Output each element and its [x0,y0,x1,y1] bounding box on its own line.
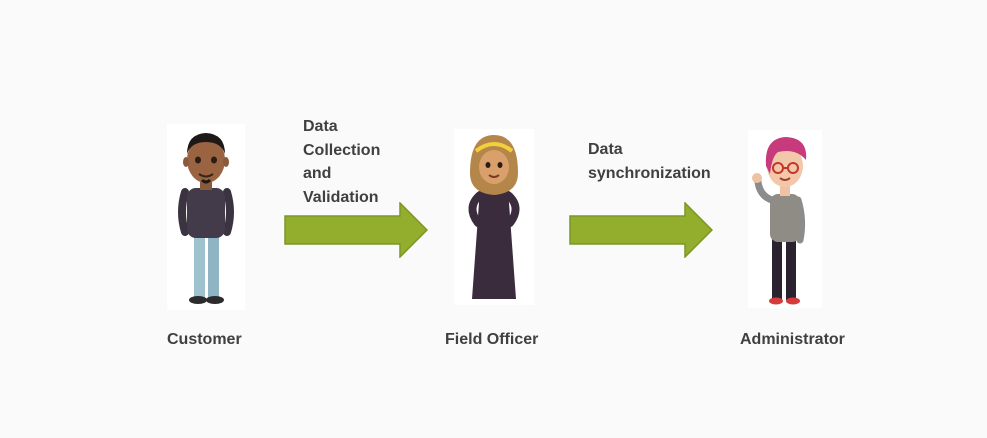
field-officer-avatar [454,129,534,305]
customer-avatar [167,124,245,310]
administrator-illustration [752,137,807,305]
flow-label-data-synchronization: Data synchronization [588,138,711,185]
flow-label-line: and [303,165,332,182]
customer-label: Customer [167,331,242,348]
field-officer-label: Field Officer [445,331,539,348]
administrator-label: Administrator [740,331,845,348]
flow-label-line: synchronization [588,164,711,182]
flow-arrow-1 [284,202,428,258]
customer-illustration [178,133,234,304]
flow-arrow-2 [569,202,713,258]
flow-label-line: Data [588,141,623,158]
flow-label-line: Collection [303,141,381,159]
right-arrow-icon [284,202,428,258]
right-arrow-icon [569,202,713,258]
field-officer-illustration [468,135,520,299]
flow-label-data-collection: Data Collection and Validation [303,115,380,209]
flow-label-line: Data [303,118,338,135]
flow-label-line: Validation [303,188,379,206]
administrator-avatar [748,130,822,308]
